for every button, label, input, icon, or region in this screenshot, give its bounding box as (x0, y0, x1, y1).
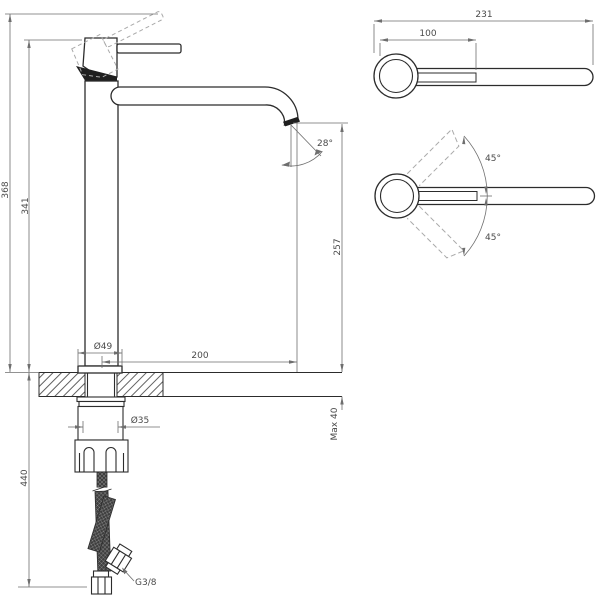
dim-swing-up-label: 45° (485, 154, 501, 164)
handle-rod-top-view (413, 72, 477, 83)
dim-below-deck-length: 440 (20, 372, 31, 587)
dim-handle-length: 100 (379, 29, 477, 70)
shank-body (77, 405, 124, 441)
dim-overall-length-label: 231 (475, 10, 492, 20)
below-deck-assembly (74, 373, 133, 595)
dim-stream-angle-label: 28° (317, 139, 333, 149)
supply-hose-right (87, 495, 116, 553)
dim-body-height-label: 341 (21, 197, 31, 214)
dim-shank-diameter-label: Ø35 (131, 415, 150, 426)
callout-hose-connection-label: G3/8 (135, 578, 157, 588)
spout (110, 86, 299, 126)
dim-spout-reach-label: 200 (191, 351, 208, 361)
spout-aerator-tip (283, 116, 300, 127)
dim-spout-outlet-height-label: 257 (333, 238, 343, 255)
front-dimensions: 368 341 440 257 (1, 13, 348, 588)
hose-fitting-right (104, 543, 133, 576)
mounting-nut (74, 439, 129, 473)
body-inner-circle-top-view (378, 58, 414, 94)
head-joint-band (76, 66, 117, 81)
handle-ghost-down (406, 205, 465, 259)
callout-hose-connection: G3/8 (122, 567, 157, 588)
dim-max-deck-thickness: Max 40 (330, 396, 344, 440)
dim-body-height: 341 (21, 40, 31, 372)
deck-hatch-right (116, 372, 164, 397)
dim-stream-angle: 28° (281, 124, 333, 167)
seal-ring (78, 400, 125, 408)
handle-lever (116, 43, 182, 54)
handle-rod-swivel-view (415, 191, 478, 201)
dim-total-height-label: 368 (1, 181, 11, 198)
faucet-body (71, 11, 300, 374)
dim-spout-reach: 200 (101, 351, 297, 368)
dim-swing-down-label: 45° (485, 233, 501, 243)
dim-shank-diameter: Ø35 (68, 415, 160, 433)
handle-ghost-up (406, 128, 460, 187)
swivel-dimensions: 45° 45° (462, 135, 501, 257)
dim-overall-length: 231 (373, 10, 594, 65)
hose-fitting-left (90, 570, 113, 595)
handle-lever-raised-ghost (71, 11, 164, 78)
washer-ring (76, 396, 126, 403)
mixer-column (84, 80, 119, 367)
body-inner-circle-swivel-view (379, 178, 415, 214)
top-view-dimensions: 231 100 (373, 10, 594, 70)
front-view: 368 341 440 257 (1, 11, 348, 595)
dim-base-diameter-label: Ø49 (94, 341, 113, 352)
top-view-straight: 231 100 (373, 10, 594, 99)
dim-base-diameter: Ø49 (77, 341, 123, 365)
dim-total-height: 368 (1, 14, 12, 372)
countertop (38, 372, 342, 397)
dim-max-deck-thickness-label: Max 40 (330, 407, 340, 440)
base-flange (77, 365, 123, 374)
deck-hatch-left (38, 372, 86, 397)
dim-handle-length-label: 100 (419, 29, 436, 39)
hose-stub (96, 471, 108, 488)
dim-spout-outlet-height: 257 (333, 124, 344, 372)
top-view-swivel: 45° 45° (374, 128, 596, 259)
dim-below-deck-label: 440 (20, 469, 30, 486)
